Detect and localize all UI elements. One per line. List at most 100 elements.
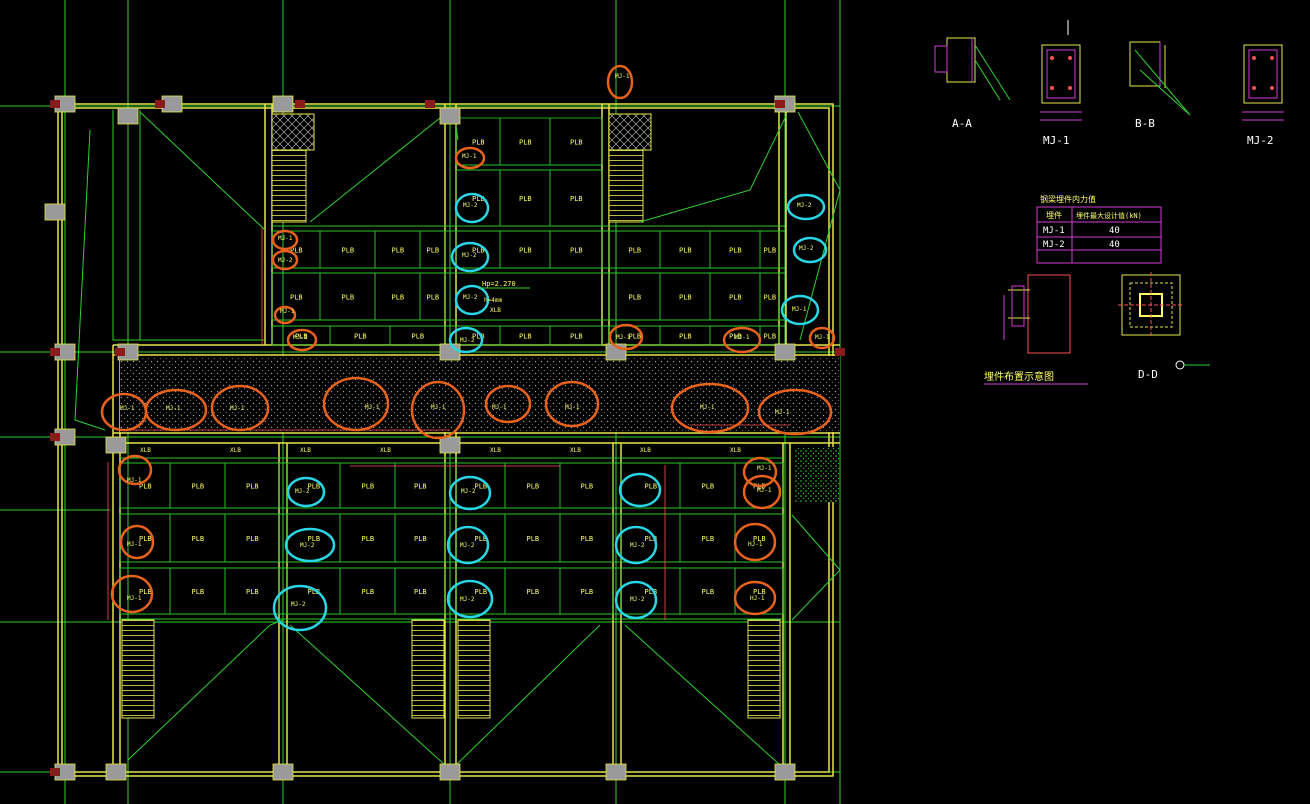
column: [105, 763, 127, 781]
slab-panel: [389, 325, 446, 346]
slab-label: PLB: [629, 247, 642, 255]
orange-circle: [210, 384, 270, 432]
slab-panel: [759, 272, 780, 321]
embed-tag: MJ-1: [565, 404, 580, 411]
cyan-circle: [786, 193, 826, 221]
slab-label: PLB: [679, 247, 692, 255]
slab-label: PLB: [519, 333, 532, 341]
slab-label: PLB: [679, 333, 692, 341]
cyan-markup: [272, 192, 828, 632]
xlb-note: XLB: [490, 307, 501, 314]
slab-label: PLB: [764, 247, 777, 255]
embed-tag: MJ-2: [462, 252, 477, 259]
cyan-circle: [446, 579, 494, 619]
xlb-label: XLB: [300, 447, 311, 454]
orange-circle: [117, 454, 153, 486]
thickness-note: h=4mm: [484, 297, 502, 304]
detail-bb: B-B: [1129, 41, 1191, 130]
slab-label: PLB: [645, 588, 658, 596]
plan-note: Hp=2.270 h=4mm XLB: [480, 280, 530, 314]
slab-label: PLB: [519, 195, 532, 203]
xlb-label: XLB: [570, 447, 581, 454]
orange-circle: [733, 580, 777, 616]
column: [272, 763, 294, 781]
load-table: 钢梁埋件内力值 埋件 埋件最大设计值(kN) MJ-1 40 MJ-2 40: [1036, 194, 1162, 264]
slab-label: PLB: [519, 247, 532, 255]
slab-label: PLB: [472, 247, 485, 255]
detail-mj2: MJ-2: [1242, 44, 1284, 147]
xlb-label: XLB: [730, 447, 741, 454]
orange-circle: [454, 146, 486, 170]
orange-circle: [722, 326, 762, 354]
slab-label: PLB: [629, 294, 642, 302]
section-aa-label: A-A: [952, 117, 972, 130]
slab-label: PLB: [362, 535, 375, 543]
embed-tag: MJ-2: [461, 488, 476, 495]
slab-label: PLB: [527, 535, 540, 543]
mj1-detail-label: MJ-1: [1043, 134, 1070, 147]
orange-markup: [100, 64, 836, 616]
slab-label: PLB: [472, 139, 485, 147]
cyan-circle: [448, 326, 484, 354]
column: [44, 203, 66, 221]
orange-circle: [484, 384, 532, 424]
elevation-note: Hp=2.270: [482, 280, 516, 288]
slab-label: PLB: [246, 483, 259, 491]
detail-dd: D-D: [1118, 272, 1210, 381]
table-row2-name: MJ-2: [1043, 240, 1065, 250]
slab-label: PLB: [581, 588, 594, 596]
slab-label: PLB: [472, 195, 485, 203]
slab-panel: [394, 567, 446, 615]
slab-label: PLB: [645, 535, 658, 543]
orange-circle: [606, 64, 634, 100]
embed-tag: MJ-1: [127, 541, 142, 548]
cyan-circle: [454, 192, 490, 224]
embed-tag: MJ-2: [278, 257, 293, 264]
column-cap: [835, 348, 845, 356]
column-cap: [295, 100, 305, 108]
embed-tag: MJ-2: [291, 601, 306, 608]
slab-panel: [224, 567, 280, 615]
slab-label: PLB: [427, 294, 440, 302]
cyan-circle: [780, 294, 820, 326]
column-cap: [50, 768, 60, 776]
slab-label: PLB: [729, 247, 742, 255]
orange-circle: [742, 456, 778, 488]
cyan-circle: [792, 236, 828, 264]
orange-circle: [144, 388, 208, 432]
embed-tag: MJ-1: [757, 487, 772, 494]
slab-label: PLB: [570, 333, 583, 341]
embed-tag: MJ-1: [127, 595, 142, 602]
slab-panel: [759, 230, 780, 269]
orange-circle: [322, 376, 390, 432]
slab-label: PLB: [702, 483, 715, 491]
cyan-circle: [614, 525, 658, 565]
slab-label: PLB: [427, 247, 440, 255]
slab-panel: [549, 230, 603, 269]
cyan-circle: [284, 527, 336, 563]
embed-tag: HJ-1: [750, 595, 765, 602]
cyan-circle: [286, 476, 326, 508]
slab-label: PLB: [139, 535, 152, 543]
orange-circle: [670, 382, 750, 434]
cyan-circle: [614, 580, 658, 620]
orange-circle: [273, 305, 297, 325]
orange-circle: [119, 524, 155, 560]
column: [272, 95, 294, 113]
embed-tag: MJ-1: [293, 334, 308, 341]
cyan-circle: [450, 241, 490, 273]
slab-label: PLB: [729, 333, 742, 341]
orange-circle: [757, 388, 833, 436]
slab-label: PLB: [392, 247, 405, 255]
slab-label: PLB: [295, 333, 308, 341]
landscape-hatch: [795, 447, 839, 502]
column: [774, 343, 796, 361]
slab-label: PLB: [702, 535, 715, 543]
table-header-embed: 埋件: [1046, 210, 1062, 220]
slab-label: PLB: [290, 247, 303, 255]
slab-label: PLB: [362, 588, 375, 596]
embed-tag: MJ-1: [166, 405, 181, 412]
slab-label: PLB: [412, 333, 425, 341]
embed-tag: MJ-1: [792, 306, 807, 313]
